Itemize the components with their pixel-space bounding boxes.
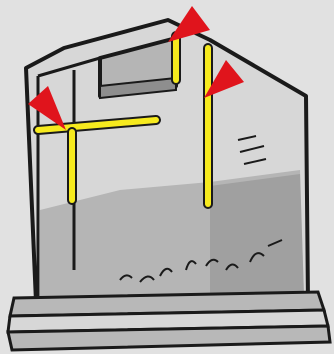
wall-shadow-floor bbox=[210, 174, 304, 298]
foundation bbox=[8, 292, 330, 350]
